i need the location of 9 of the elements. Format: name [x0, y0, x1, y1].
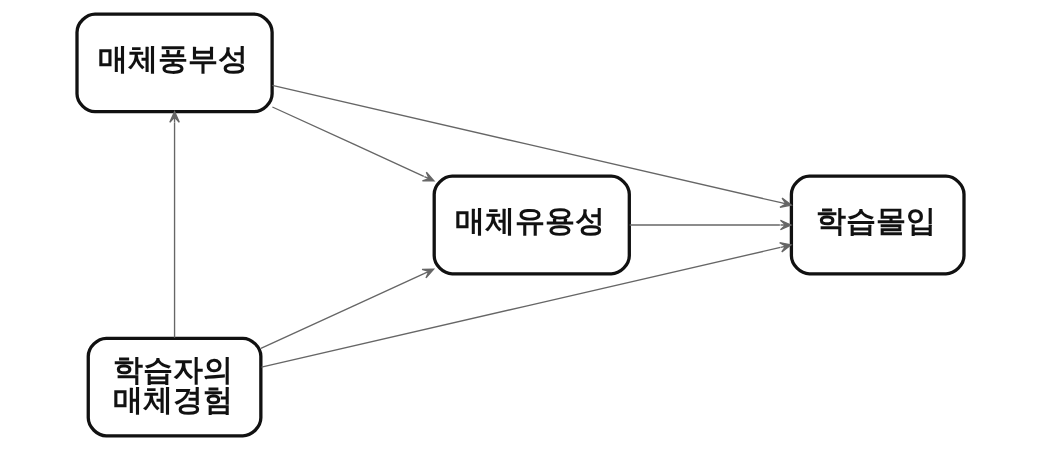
- arrow: [169, 111, 180, 339]
- arrow: [271, 106, 435, 182]
- node-box: 학습자의 매체경험: [86, 336, 263, 438]
- node-box: 매체풍부성: [75, 12, 274, 114]
- node-box: 학습몰입: [789, 174, 966, 276]
- arrow: [271, 84, 792, 208]
- arrow: [260, 242, 792, 368]
- arrow: [629, 219, 792, 231]
- node-box: 매체유용성: [432, 174, 631, 276]
